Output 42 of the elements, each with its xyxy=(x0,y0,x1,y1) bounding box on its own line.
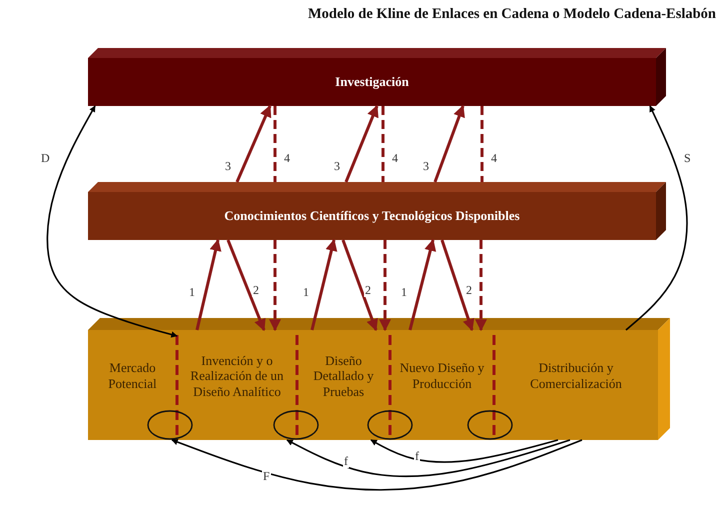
dashed-arrow xyxy=(269,240,281,332)
edge-label: 4 xyxy=(391,152,399,165)
arrow xyxy=(440,240,474,332)
edge-label: 4 xyxy=(283,152,291,165)
arrow xyxy=(370,439,558,463)
band-title: Conocimientos Científicos y Tecnológicos Disponibles xyxy=(223,208,521,224)
arrow xyxy=(625,105,688,331)
edge-label: 4 xyxy=(490,152,498,165)
edge-label: f xyxy=(414,450,420,463)
arrow xyxy=(236,104,272,183)
arrow xyxy=(342,239,378,332)
arrow xyxy=(196,238,222,330)
edge-label: 1 xyxy=(188,286,196,299)
arrow xyxy=(226,239,266,332)
diagram-title: Modelo de Kline de Enlaces en Cadena o Modelo Cadena-Eslabón xyxy=(308,6,716,23)
stage-label: Invención y o Realización de un Diseño Analítico xyxy=(189,352,285,400)
arrow xyxy=(286,439,570,478)
arrow xyxy=(171,439,582,491)
edge-label: S xyxy=(683,152,692,165)
band-title: Investigación xyxy=(334,74,410,90)
edge-label: 2 xyxy=(465,284,473,297)
edge-label: 2 xyxy=(364,284,372,297)
edge-label: 3 xyxy=(422,160,430,173)
arrow xyxy=(344,104,378,183)
stage-label: Mercado Potencial xyxy=(107,360,158,392)
edge-label: F xyxy=(262,470,271,483)
edge-label: D xyxy=(40,152,51,165)
arrow xyxy=(310,238,338,330)
edge-label: 2 xyxy=(252,284,260,297)
arrow xyxy=(46,105,178,338)
arrow xyxy=(434,104,465,183)
dashed-arrow xyxy=(475,240,487,332)
stage-label: Nuevo Diseño y Producción xyxy=(398,360,486,392)
stage-label: Distribución y Comercialización xyxy=(529,360,623,392)
edge-label: f xyxy=(343,455,349,468)
dashed-arrow xyxy=(379,240,391,332)
edge-label: 1 xyxy=(400,286,408,299)
edge-label: 1 xyxy=(302,286,310,299)
arrow xyxy=(408,238,436,330)
edge-label: 3 xyxy=(224,160,232,173)
stage-label: Diseño Detallado y Pruebas xyxy=(312,352,375,400)
edge-label: 3 xyxy=(333,160,341,173)
